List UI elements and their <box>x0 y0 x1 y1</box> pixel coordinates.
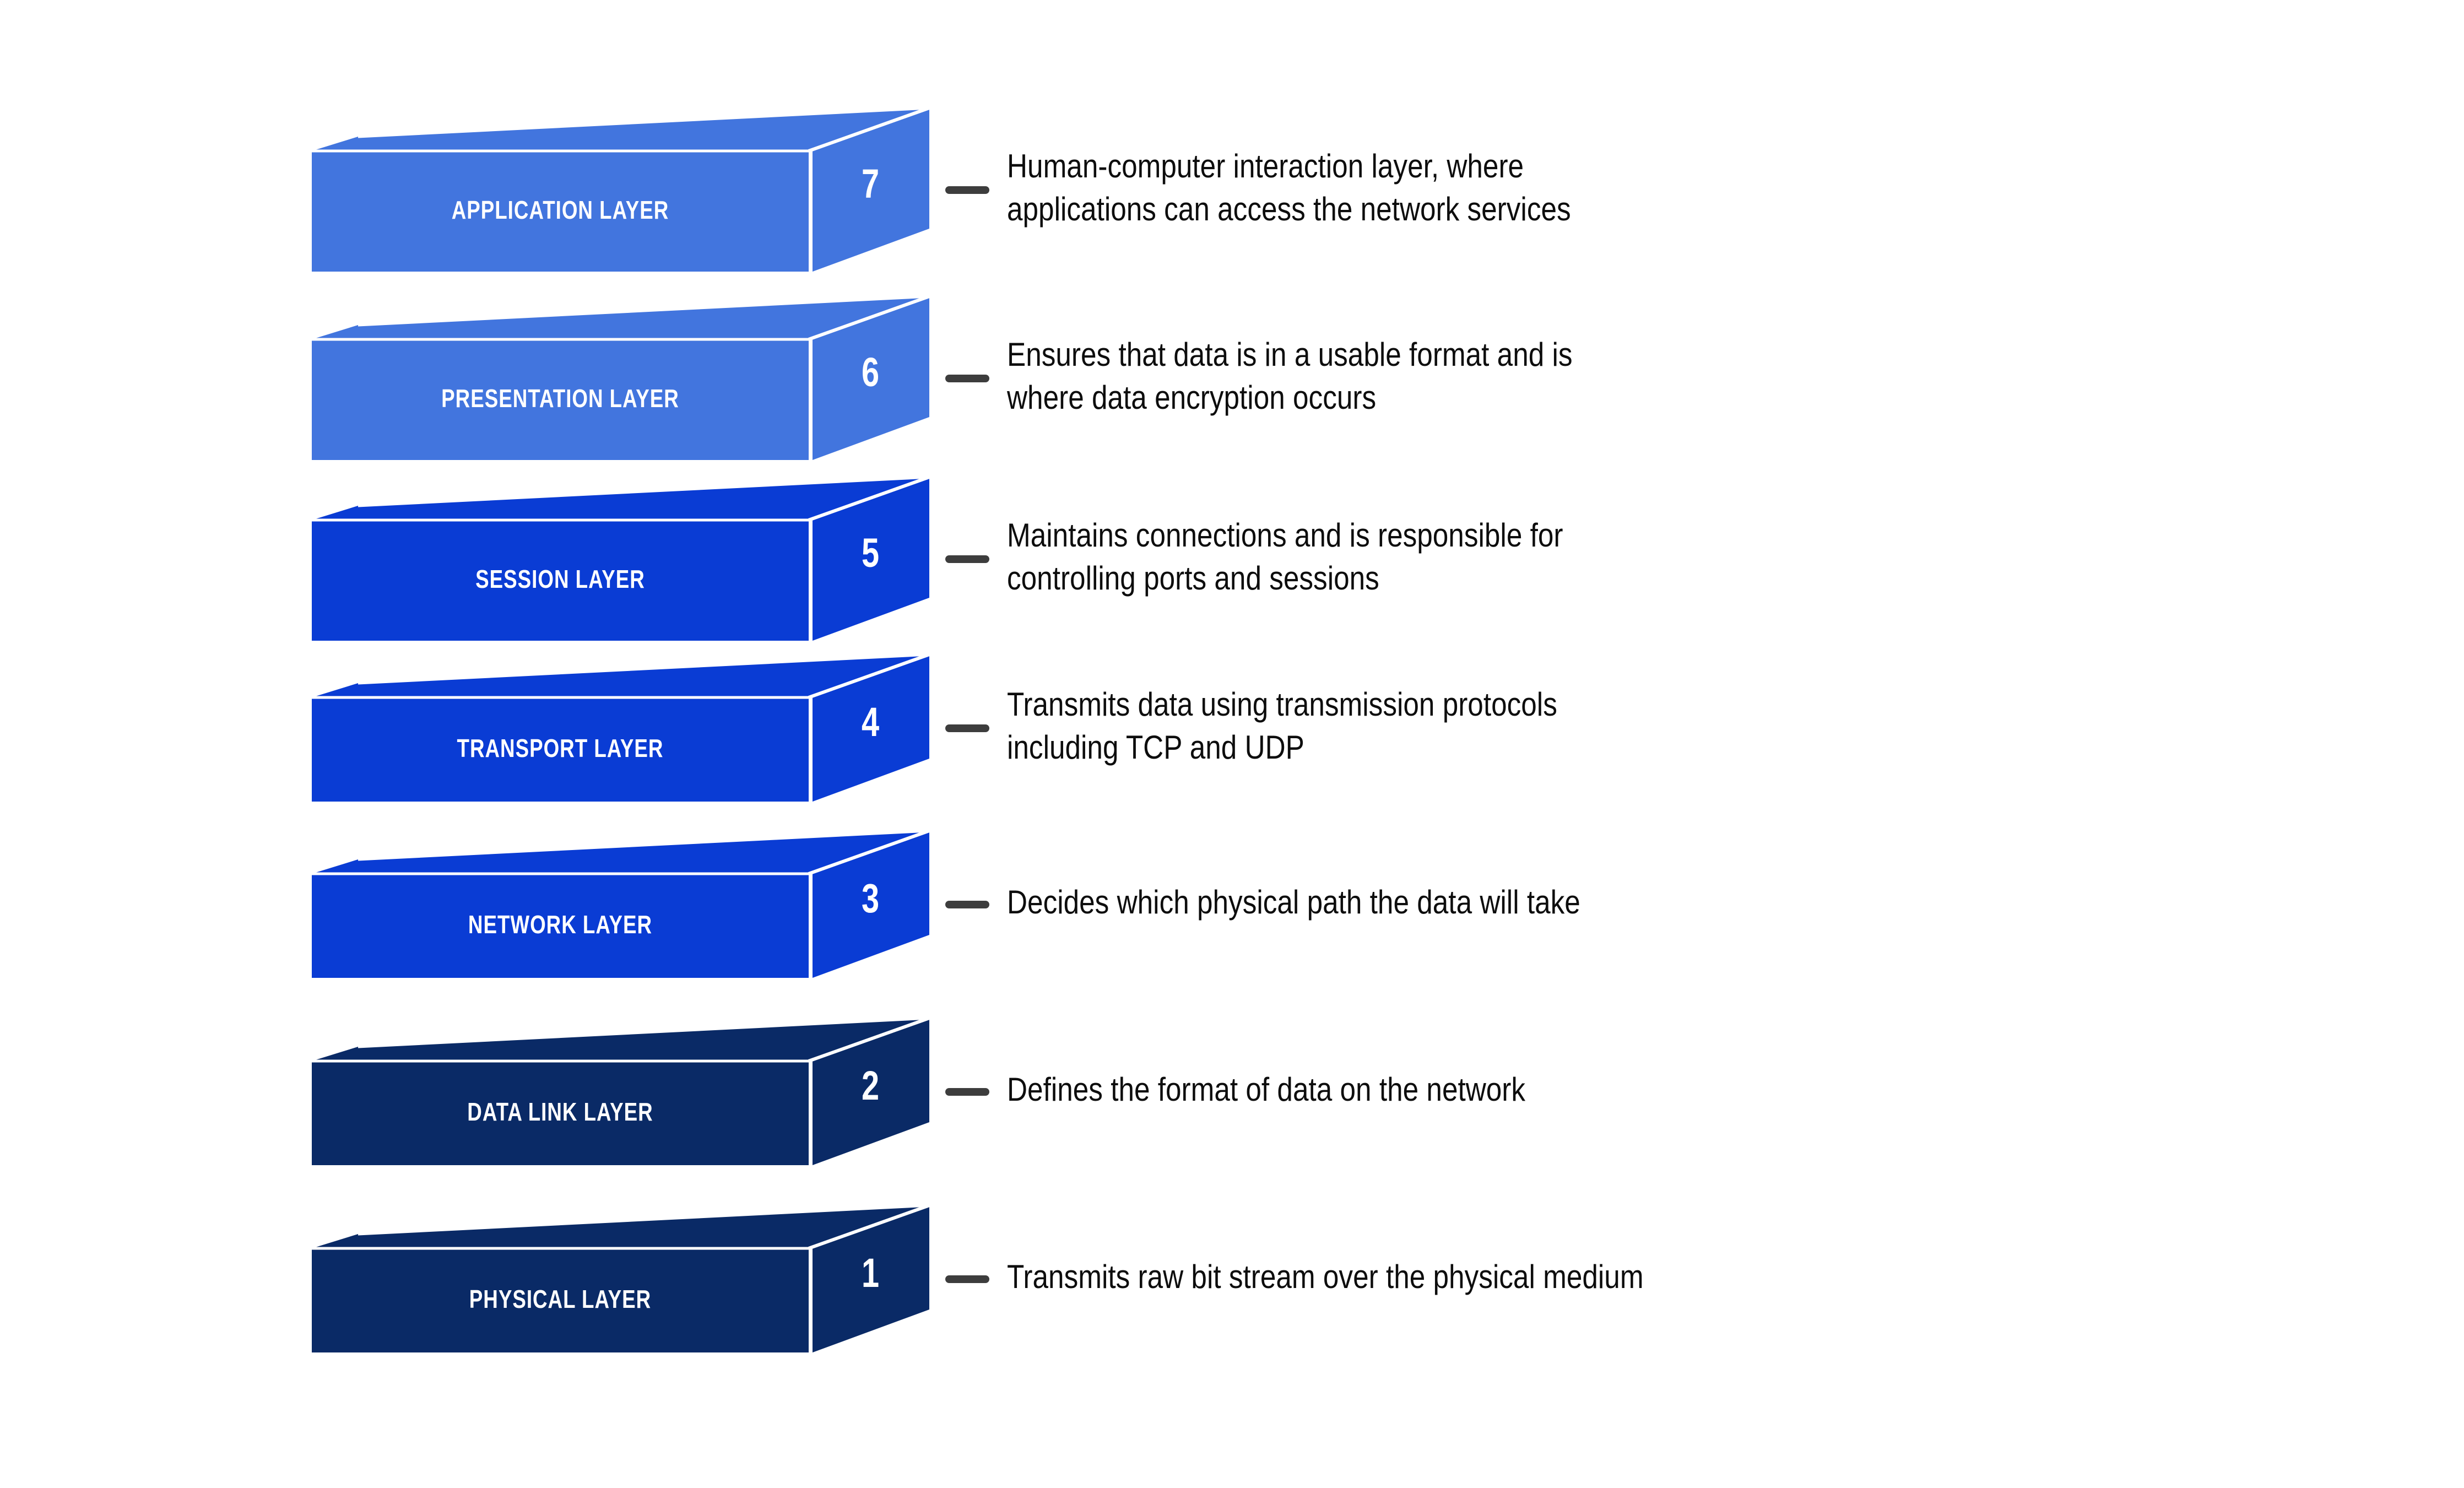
connector-dash-icon <box>945 1275 989 1283</box>
layer-box-front-face <box>312 697 809 802</box>
layer-box-top-face <box>312 296 929 339</box>
layer-box-side-face <box>813 108 929 272</box>
layer-box-3d[interactable] <box>297 88 958 283</box>
layer-box-edge-highlight <box>808 1017 930 1063</box>
layer-box-top-face <box>312 1205 929 1248</box>
layer-box-top-face <box>312 477 929 520</box>
layer-box-3d[interactable] <box>297 1204 958 1363</box>
layer-box-edge-highlight <box>358 830 930 861</box>
layer-box-front-face <box>312 1061 809 1165</box>
connector-dash-icon <box>945 555 989 563</box>
layer-box-top-face <box>312 1018 929 1061</box>
layer-box-3d[interactable] <box>297 830 958 989</box>
layer-description: Decides which physical path the data wil… <box>1007 883 1580 921</box>
layer-description: Transmits data using transmission protoc… <box>1007 685 1557 766</box>
layer-box-edge-highlight <box>358 653 930 685</box>
layer-description: Human-computer interaction layer, where … <box>1007 147 1571 228</box>
layer-box-3d[interactable] <box>297 1017 958 1176</box>
layer-description: Maintains connections and is responsible… <box>1007 516 1563 597</box>
layer-description: Ensures that data is in a usable format … <box>1007 336 1573 416</box>
layer-box-3d[interactable] <box>297 653 958 813</box>
layer-box-side-face <box>813 477 929 641</box>
layer-box-front-face <box>312 151 809 272</box>
layer-box-front-face <box>312 874 809 978</box>
layer-box-top-face <box>312 108 929 151</box>
layer-box-edge-highlight <box>808 1204 930 1250</box>
connector-dash-icon <box>945 724 989 732</box>
layer-box-edge-highlight <box>808 475 930 522</box>
layer-box-top-face <box>312 654 929 697</box>
layer-box-3d[interactable] <box>297 465 958 652</box>
layer-box-edge-highlight <box>358 1017 930 1048</box>
layer-box-edge-highlight <box>358 106 930 138</box>
layer-box-edge-highlight <box>808 653 930 699</box>
layer-box-edge-highlight <box>358 295 930 327</box>
layer-box-edge-highlight <box>358 1204 930 1236</box>
layer-box-3d[interactable] <box>297 277 958 471</box>
layer-box-side-face <box>813 831 929 978</box>
layer-box-front-face <box>312 339 809 460</box>
layer-box-edge-highlight <box>808 106 930 153</box>
connector-dash-icon <box>945 1087 989 1096</box>
layer-box-front-face <box>312 1248 809 1352</box>
layer-description: Defines the format of data on the networ… <box>1007 1070 1526 1108</box>
layer-box-top-face <box>312 831 929 874</box>
connector-dash-icon <box>945 900 989 908</box>
layer-box-edge-highlight <box>808 295 930 341</box>
connector-dash-icon <box>945 374 989 382</box>
layer-box-front-face <box>312 520 809 641</box>
layer-box-side-face <box>813 654 929 802</box>
layer-box-side-face <box>813 1018 929 1165</box>
layer-box-side-face <box>813 1205 929 1352</box>
layer-box-edge-highlight <box>808 830 930 875</box>
connector-dash-icon <box>945 186 989 194</box>
layer-box-edge-highlight <box>358 475 930 507</box>
layer-description: Transmits raw bit stream over the physic… <box>1007 1258 1644 1295</box>
layer-box-side-face <box>813 296 929 460</box>
